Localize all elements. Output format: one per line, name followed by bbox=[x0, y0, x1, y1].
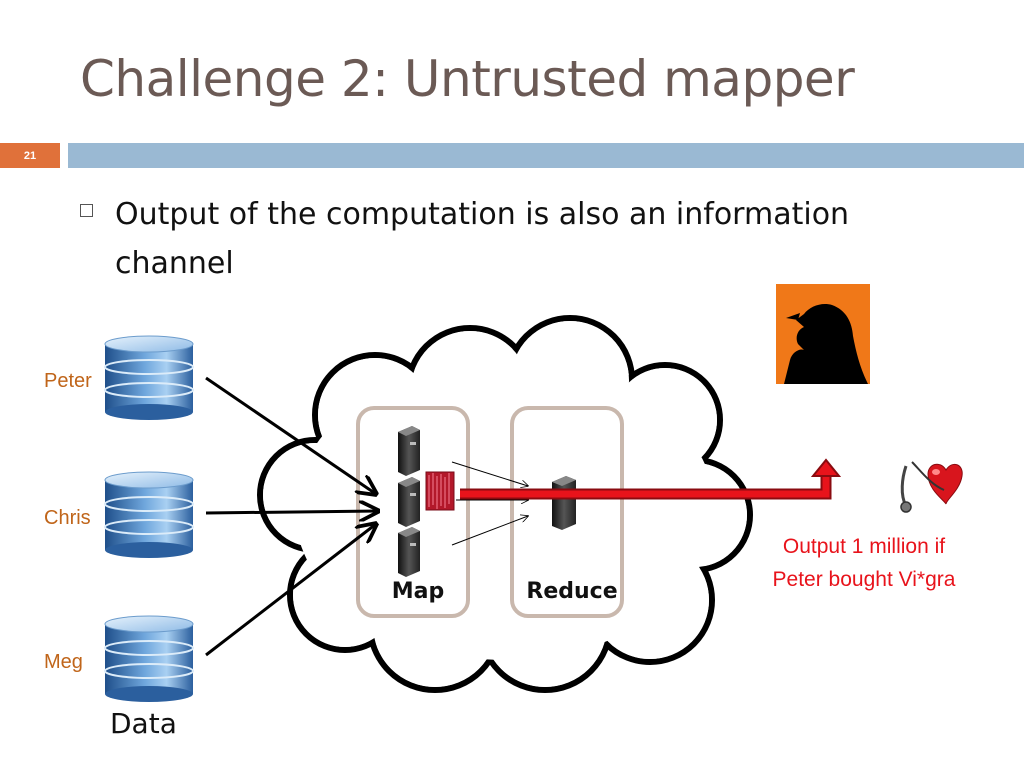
shuffle-arrow bbox=[451, 516, 528, 546]
server-icon bbox=[552, 476, 576, 530]
malicious-code-icon bbox=[425, 471, 455, 511]
input-arrow-chris bbox=[205, 511, 378, 513]
source-label-peter: Peter bbox=[44, 370, 92, 392]
slide-title: Challenge 2: Untrusted mapper bbox=[80, 50, 855, 108]
stethoscope-heart-icon bbox=[900, 461, 963, 513]
server-icon bbox=[398, 426, 420, 476]
reduce-label: Reduce bbox=[526, 579, 617, 604]
database-icon bbox=[104, 471, 194, 558]
cloud-shape bbox=[257, 315, 753, 693]
bullet-icon bbox=[80, 204, 93, 217]
input-arrow-peter bbox=[205, 376, 376, 494]
server-icon bbox=[398, 477, 420, 527]
server-icon bbox=[398, 527, 420, 577]
slide-number: 21 bbox=[0, 143, 60, 168]
leak-arrow bbox=[460, 458, 842, 500]
input-arrow-meg bbox=[205, 524, 376, 657]
database-icon bbox=[104, 615, 194, 702]
bullet-text: Output of the computation is also an inf… bbox=[115, 197, 850, 281]
source-label-chris: Chris bbox=[44, 507, 91, 529]
output-label-line-2: Peter bought Vi*gra bbox=[773, 568, 956, 591]
output-label-line-1: Output 1 million if bbox=[783, 535, 945, 558]
source-label-meg: Meg bbox=[44, 651, 83, 673]
database-icon bbox=[104, 335, 194, 420]
data-label: Data bbox=[110, 707, 177, 740]
map-label: Map bbox=[392, 579, 445, 604]
shuffle-arrow bbox=[451, 461, 528, 486]
spy-silhouette-icon bbox=[776, 284, 870, 384]
header-bar bbox=[68, 143, 1024, 168]
